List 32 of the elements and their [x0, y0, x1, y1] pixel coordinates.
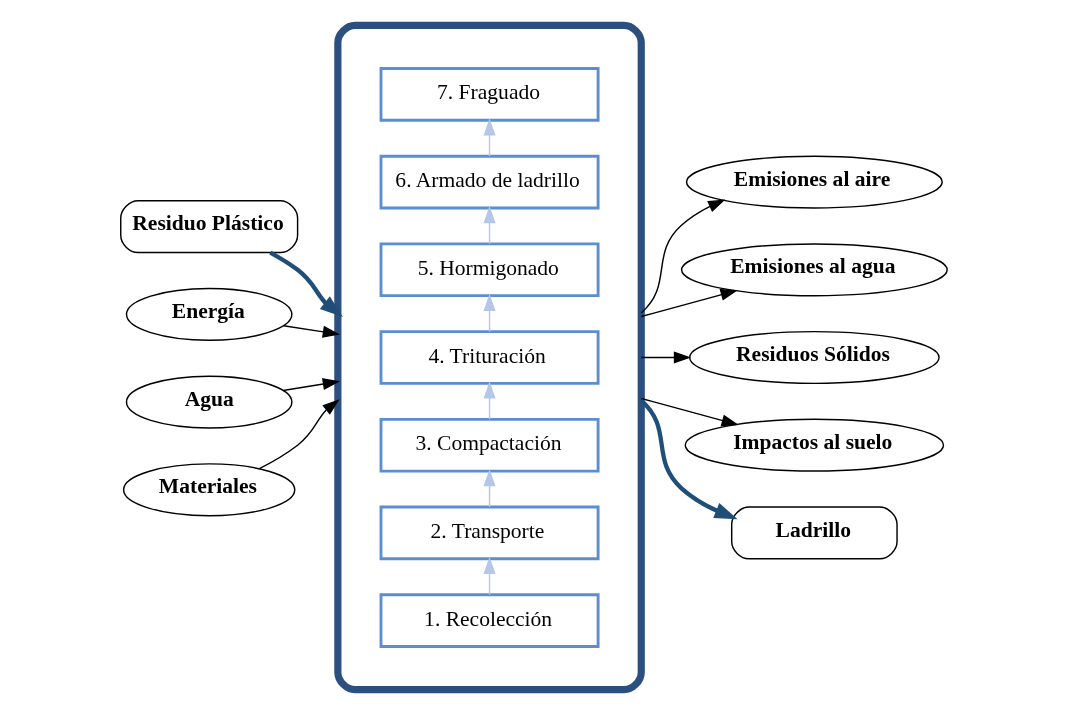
node-ellipse: Materiales — [122, 463, 296, 517]
node-box: 3. Compactación — [379, 417, 600, 473]
node-box: 7. Fraguado — [379, 67, 600, 122]
node-box: 4. Trituración — [379, 330, 600, 385]
arrow — [483, 381, 496, 420]
node-ellipse: Residuos Sólidos — [688, 330, 940, 385]
node-box: Ladrillo — [731, 506, 898, 560]
arrow — [269, 250, 343, 317]
node-box: Residuo Plástico — [120, 200, 299, 254]
node-box: 6. Armado de ladrillo — [379, 154, 600, 210]
arrow — [483, 205, 496, 245]
arrow — [639, 399, 738, 520]
node-box: 1. Recolección — [379, 593, 600, 648]
arrow — [483, 293, 496, 333]
arrow — [282, 378, 340, 392]
arrow — [282, 324, 340, 338]
arrow — [640, 397, 739, 427]
node-box: 2. Transporte — [379, 505, 600, 561]
arrow — [483, 118, 496, 157]
node-ellipse: Emisiones al aire — [685, 155, 943, 209]
arrow — [640, 199, 726, 314]
node-ellipse: Energía — [125, 287, 293, 341]
node-ellipse: Agua — [125, 375, 293, 429]
arrow — [640, 288, 738, 318]
arrow — [258, 399, 340, 470]
arrow — [483, 556, 496, 596]
node-ellipse: Impactos al suelo — [684, 418, 945, 472]
cluster — [334, 21, 645, 694]
arrow — [640, 351, 692, 364]
arrow — [483, 469, 496, 508]
node-ellipse: Emisiones al agua — [680, 243, 948, 297]
node-box: 5. Hormigonado — [379, 242, 600, 298]
